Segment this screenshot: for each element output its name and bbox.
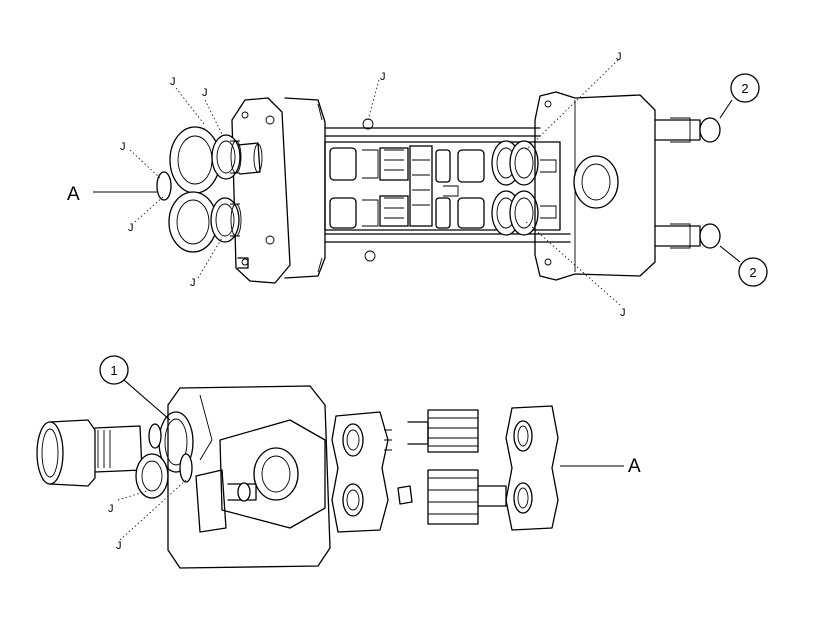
j-label: J [190,277,196,289]
top-center-housing [324,141,561,231]
j-label: J [616,51,622,63]
bottom-front-housing [167,385,331,569]
ref-1-label: 1 [110,363,117,378]
ref-2-label: 2 [749,265,756,280]
j-label: J [170,76,176,88]
j-label: J [620,307,626,319]
bottom-mounting-flange [219,419,326,529]
callout-a-bottom: A [628,456,641,477]
j-label: J [128,222,134,234]
top-front-flange [231,97,291,284]
j-label: J [380,71,386,83]
bottom-gear-plate-right [505,405,559,531]
j-label: J [116,540,122,552]
top-rear-screws [654,117,721,249]
top-rear-cover [534,91,656,281]
bottom-callouts [117,379,624,541]
j-label: J [108,503,114,515]
bottom-seal-rings [135,411,194,499]
bottom-drive-gears [407,409,507,525]
bottom-input-shaft [36,419,143,487]
callout-2-upper: 2 [730,73,760,103]
callout-1: 1 [99,355,129,385]
top-pump-assembly: J J J J J J J J A 2 2 [67,51,768,319]
j-label: J [202,87,208,99]
ref-2-label: 2 [741,81,748,96]
top-rear-seal-rings [491,140,557,236]
callout-a-top: A [67,184,80,205]
top-seal-rings [156,126,242,253]
callout-2-lower: 2 [738,257,768,287]
bottom-gear-plate-left [331,411,392,533]
top-front-housing [284,97,326,279]
j-label: J [120,141,126,153]
top-callouts [93,59,741,306]
bottom-pump-assembly: 1 J J A [36,355,641,569]
top-tie-rods [324,118,571,262]
top-internal-gears [329,145,485,229]
